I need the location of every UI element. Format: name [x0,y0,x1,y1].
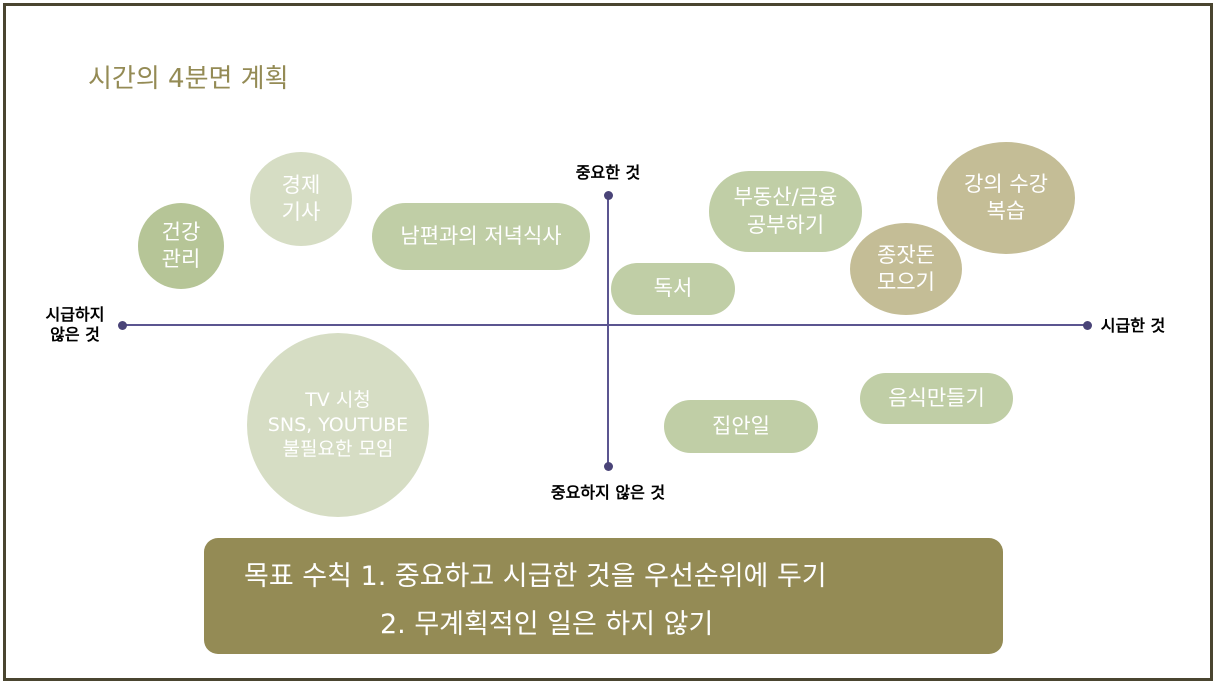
goal-line-1: 목표 수칙 1. 중요하고 시급한 것을 우선순위에 두기 [244,561,827,592]
horizontal-axis [122,324,1087,326]
item-seed-money: 종잣돈 모으기 [850,223,962,315]
axis-dot-top [604,191,613,200]
goal-line-2: 2. 무계획적인 일은 하지 않기 [380,609,714,640]
axis-dot-right [1083,321,1092,330]
vertical-axis [607,195,609,466]
goal-box: 목표 수칙 1. 중요하고 시급한 것을 우선순위에 두기 2. 무계획적인 일… [204,538,1003,654]
axis-dot-bottom [604,462,613,471]
axis-label-important: 중요한 것 [575,163,641,182]
slide-title: 시간의 4분면 계획 [88,64,289,94]
item-tv-sns: TV 시청 SNS, YOUTUBE 불필요한 모임 [247,333,429,517]
slide-frame [3,3,1213,681]
axis-label-not-important: 중요하지 않은 것 [550,483,666,502]
item-economy-news: 경제 기사 [250,152,352,246]
axis-label-not-urgent: 시급하지 않은 것 [45,305,105,344]
item-realestate: 부동산/금융 공부하기 [709,171,862,252]
item-dinner: 남편과의 저녁식사 [372,203,590,270]
item-lecture: 강의 수강 복습 [937,142,1075,254]
item-chores: 집안일 [664,400,818,453]
item-cooking: 음식만들기 [860,373,1013,424]
item-reading: 독서 [611,263,735,315]
item-health: 건강 관리 [138,203,224,289]
axis-label-urgent: 시급한 것 [1100,316,1166,335]
axis-dot-left [118,321,127,330]
